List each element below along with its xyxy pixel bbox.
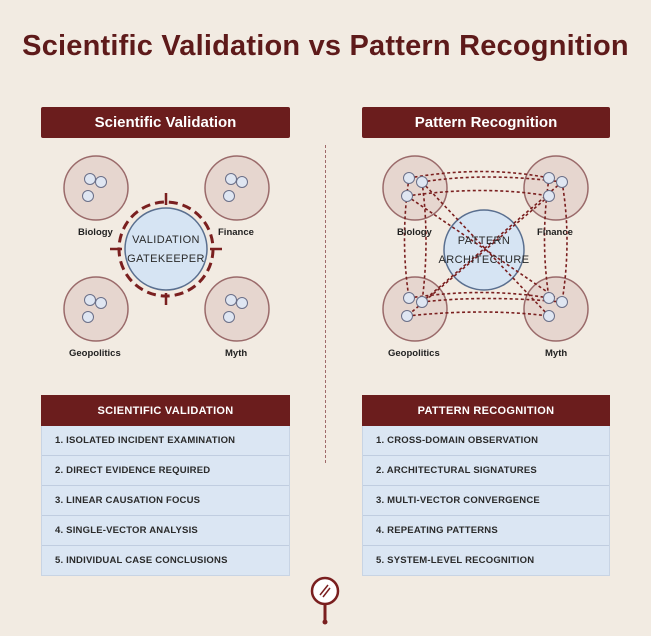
pattern-line-1: PATTERN <box>457 235 511 247</box>
list-item: 2. ARCHITECTURAL SIGNATURES <box>363 456 609 486</box>
pattern-recognition-banner: Pattern Recognition <box>362 107 610 138</box>
right-label-geopolitics: Geopolitics <box>388 348 440 359</box>
left-biology-node <box>63 155 129 221</box>
scientific-validation-list: SCIENTIFIC VALIDATION 1. ISOLATED INCIDE… <box>41 395 290 576</box>
pattern-line-2: ARCHITECTURE <box>438 254 530 266</box>
list-item: 1. ISOLATED INCIDENT EXAMINATION <box>42 426 289 456</box>
list-item: 1. CROSS-DOMAIN OBSERVATION <box>363 426 609 456</box>
list-body: 1. ISOLATED INCIDENT EXAMINATION 2. DIRE… <box>41 426 290 576</box>
list-item: 5. INDIVIDUAL CASE CONCLUSIONS <box>55 555 228 566</box>
left-label-finance: Finance <box>218 227 254 238</box>
magnifier-logo-icon <box>309 575 341 630</box>
left-diagram <box>63 155 270 342</box>
left-label-biology: Biology <box>78 227 113 238</box>
center-divider <box>325 145 326 463</box>
right-biology-node <box>382 155 448 221</box>
left-label-myth: Myth <box>225 348 248 359</box>
right-myth-node <box>523 276 589 342</box>
gatekeeper-line-2: GATEKEEPER <box>127 253 205 265</box>
right-geopolitics-node <box>382 276 448 342</box>
left-myth-node <box>204 276 270 342</box>
right-diagram <box>382 155 589 342</box>
list-item: 3. MULTI-VECTOR CONVERGENCE <box>363 486 609 516</box>
right-label-biology: Biology <box>397 227 432 238</box>
gatekeeper-label: VALIDATION GATEKEEPER <box>116 231 216 269</box>
right-label-myth: Myth <box>545 348 568 359</box>
right-label-finance: Finance <box>537 227 573 238</box>
page-title: Scientific Validation vs Pattern Recogni… <box>22 30 629 62</box>
list-item: 2. DIRECT EVIDENCE REQUIRED <box>42 456 289 486</box>
pattern-recognition-list: PATTERN RECOGNITION 1. CROSS-DOMAIN OBSE… <box>362 395 610 576</box>
list-item: 3. LINEAR CAUSATION FOCUS <box>42 486 289 516</box>
scientific-validation-banner: Scientific Validation <box>41 107 290 138</box>
list-item: 4. SINGLE-VECTOR ANALYSIS <box>42 516 289 546</box>
list-header: PATTERN RECOGNITION <box>362 395 610 426</box>
left-label-geopolitics: Geopolitics <box>69 348 121 359</box>
left-finance-node <box>204 155 270 221</box>
list-item: 5. SYSTEM-LEVEL RECOGNITION <box>376 555 535 566</box>
gatekeeper-line-1: VALIDATION <box>132 234 200 246</box>
list-header: SCIENTIFIC VALIDATION <box>41 395 290 426</box>
list-item: 4. REPEATING PATTERNS <box>363 516 609 546</box>
left-geopolitics-node <box>63 276 129 342</box>
pattern-architecture-label: PATTERN ARCHITECTURE <box>424 232 544 270</box>
list-body: 1. CROSS-DOMAIN OBSERVATION 2. ARCHITECT… <box>362 426 610 576</box>
left-gatekeeper-node <box>124 207 208 291</box>
